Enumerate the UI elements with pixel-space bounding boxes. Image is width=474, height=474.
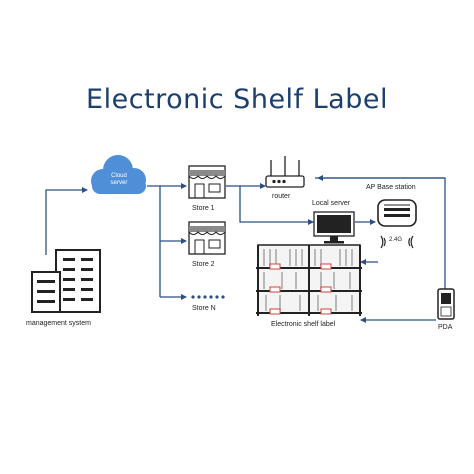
cloud-icon xyxy=(91,155,146,194)
router-icon xyxy=(265,156,305,188)
ap-base-station-label: AP Base station xyxy=(366,184,416,191)
management-system-label: management system xyxy=(26,320,91,327)
shelf-icon xyxy=(256,244,362,316)
store-n-ellipsis xyxy=(191,295,225,299)
building-icon xyxy=(31,249,101,313)
connector-cloud-trunk xyxy=(147,185,161,297)
connectors xyxy=(45,175,446,323)
wifi-icon xyxy=(380,235,414,249)
monitor-icon xyxy=(313,211,355,244)
access-point-icon xyxy=(377,199,417,227)
band-label: 2.4G xyxy=(389,237,403,243)
storeN-label: Store N xyxy=(192,305,216,312)
store1-label: Store 1 xyxy=(192,205,215,212)
electronic-shelf-label-label: Electronic shelf label xyxy=(271,321,336,328)
diagram-title: Electronic Shelf Label xyxy=(86,84,388,115)
store-icon-1 xyxy=(188,165,226,199)
store-icon-2 xyxy=(188,221,226,255)
router-label: router xyxy=(272,193,291,200)
connector-mgmt-to-cloud xyxy=(45,187,88,255)
pda-icon xyxy=(437,288,455,320)
local-server-label: Local server xyxy=(312,200,351,207)
cloud-server-label: Cloud server xyxy=(110,173,128,186)
connector-store1-to-localserver xyxy=(239,186,314,225)
pda-label: PDA xyxy=(438,324,453,331)
store2-label: Store 2 xyxy=(192,261,215,268)
